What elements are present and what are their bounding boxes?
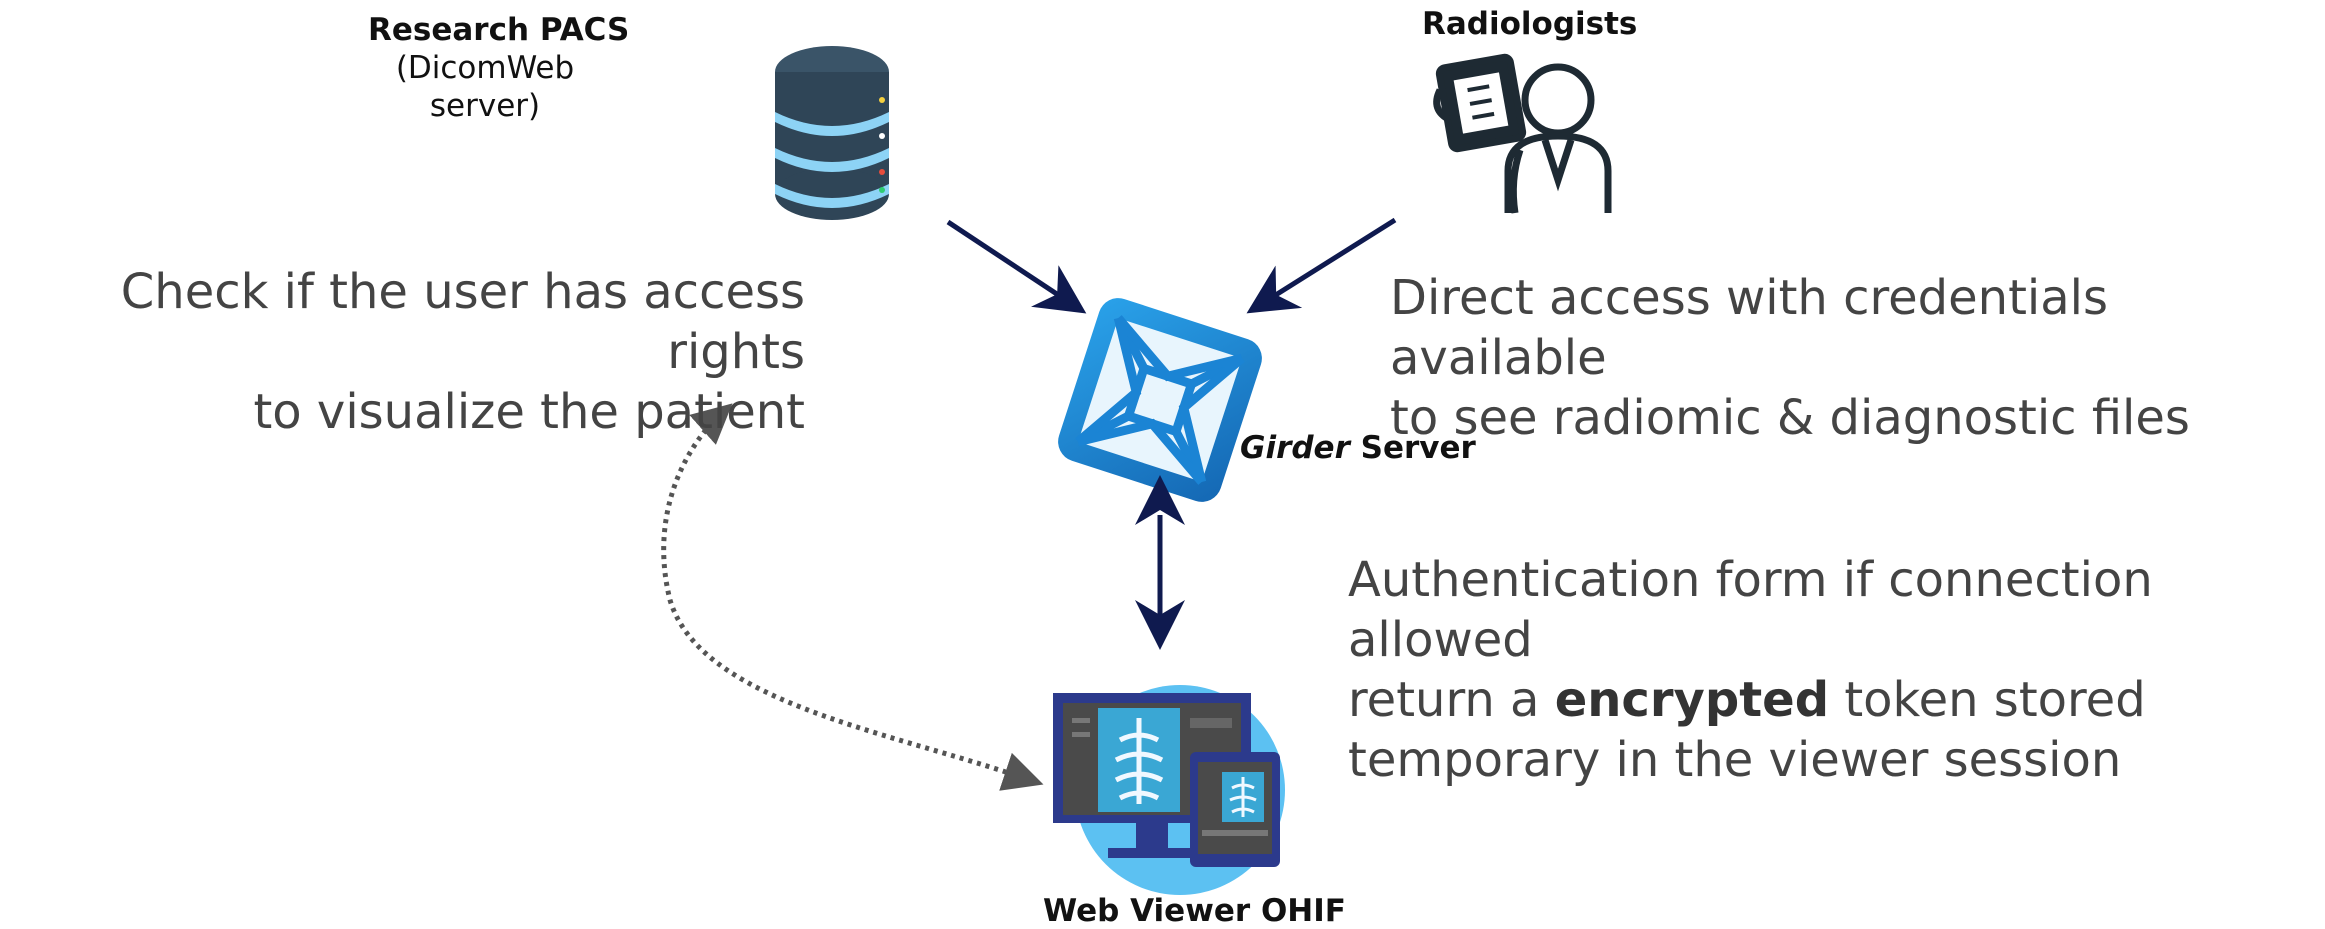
database-icon [775, 46, 889, 220]
note-auth-emphasis: encrypted [1554, 672, 1830, 728]
radiologists-title: Radiologists [1422, 6, 1638, 42]
note-access-check-line1: Check if the user has access rights [120, 264, 805, 380]
girder-label-rest: Server [1349, 430, 1476, 466]
note-access-check-line2: to visualize the patient [253, 384, 805, 440]
pacs-subtitle-1: (DicomWeb [395, 50, 575, 86]
girder-logo-icon [1058, 298, 1262, 502]
dotted-arrow-viewer-access [661, 403, 1044, 791]
girder-label: Girder Server [1240, 430, 1476, 466]
note-auth-line3: temporary in the viewer session [1348, 732, 2122, 788]
viewer-title: Web Viewer OHIF [1043, 893, 1346, 929]
monitor-tablet-xray-icon [1053, 685, 1285, 895]
arrow-pacs-to-girder [946, 219, 1087, 314]
note-direct-access-line1: Direct access with credentials available [1390, 270, 2109, 386]
note-access-check: Check if the user has access rights to v… [15, 262, 805, 442]
note-direct-access: Direct access with credentials available… [1390, 268, 2310, 448]
note-direct-access-line2: to see radiomic & diagnostic files [1390, 390, 2190, 446]
pacs-title: Research PACS [368, 12, 630, 48]
note-auth: Authentication form if connection allowe… [1348, 550, 2318, 790]
girder-label-italic: Girder [1240, 430, 1350, 466]
note-auth-line2-post: token stored [1829, 672, 2146, 728]
note-auth-line2-pre: return a [1348, 672, 1555, 728]
arrow-radiologists-to-girder [1246, 217, 1397, 314]
note-auth-line2: return a encrypted token stored [1348, 670, 2318, 730]
note-auth-line1: Authentication form if connection allowe… [1348, 552, 2153, 668]
radiologist-icon [1433, 53, 1612, 214]
pacs-subtitle-2: server) [429, 88, 541, 124]
